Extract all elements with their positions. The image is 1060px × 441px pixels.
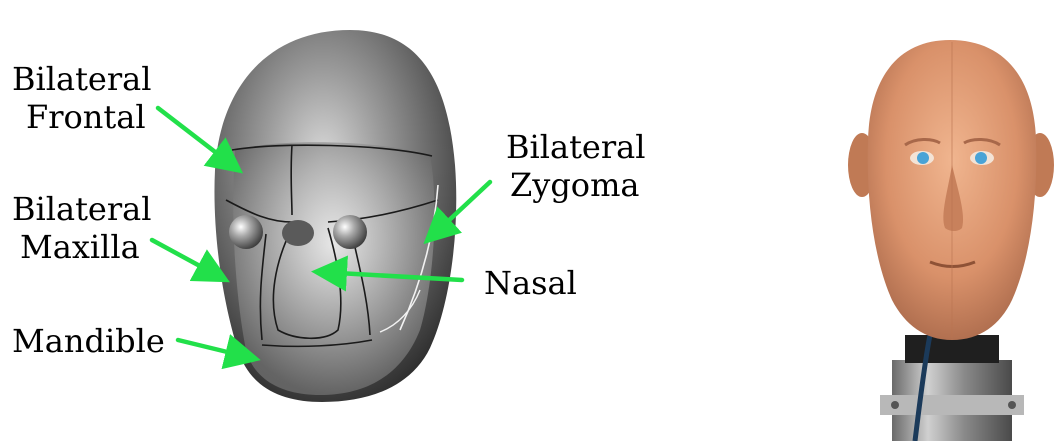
head-model-face — [233, 142, 434, 395]
label-zygoma-line2: Zygoma — [506, 166, 645, 204]
label-bilateral-zygoma: Bilateral Zygoma — [506, 128, 645, 204]
label-mandible-text: Mandible — [12, 322, 165, 360]
label-mandible: Mandible — [12, 322, 165, 360]
arrow-maxilla — [152, 240, 222, 278]
label-maxilla-line2: Maxilla — [12, 228, 151, 266]
dummy-head-photo — [848, 40, 1054, 441]
dummy-left-iris — [917, 152, 929, 164]
head-model-left-eye — [229, 215, 263, 249]
label-bilateral-maxilla: Bilateral Maxilla — [12, 190, 151, 266]
dummy-base-bolt — [891, 401, 899, 409]
label-nasal-text: Nasal — [484, 264, 577, 302]
dummy-base-bolt — [1008, 401, 1016, 409]
label-maxilla-line1: Bilateral — [12, 190, 151, 228]
head-model-nose-bridge — [282, 220, 314, 246]
head-model-right-eye — [333, 215, 367, 249]
label-zygoma-line1: Bilateral — [506, 128, 645, 166]
label-nasal: Nasal — [484, 264, 577, 302]
label-bilateral-frontal: Bilateral Frontal — [12, 60, 151, 136]
dummy-right-iris — [975, 152, 987, 164]
dummy-base-flange — [880, 395, 1024, 415]
label-frontal-line2: Frontal — [12, 98, 151, 136]
label-frontal-line1: Bilateral — [12, 60, 151, 98]
head-model — [214, 30, 456, 402]
